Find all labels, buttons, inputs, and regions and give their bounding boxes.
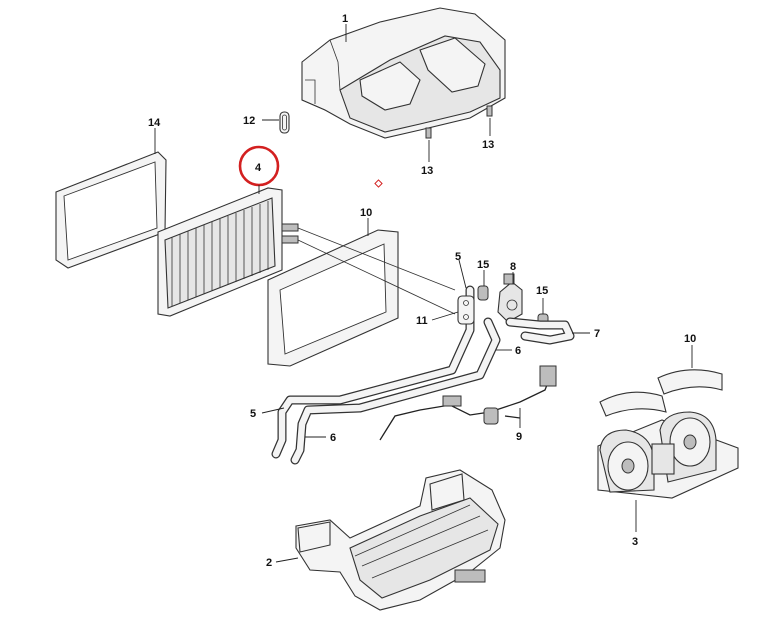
part-10-blower-shell-a bbox=[599, 391, 667, 417]
part-9-wiring-harness bbox=[379, 365, 557, 441]
part-12-gasket bbox=[279, 111, 290, 134]
part-15-hose-clamp-a bbox=[477, 285, 489, 301]
label-12: 12 bbox=[243, 115, 255, 127]
part-2-lower-housing bbox=[295, 469, 506, 611]
part-10-blower-shell-b bbox=[657, 369, 723, 395]
label-5-a: 5 bbox=[455, 251, 461, 263]
label-3: 3 bbox=[632, 536, 638, 548]
label-15-b: 15 bbox=[536, 285, 548, 297]
label-2: 2 bbox=[266, 557, 272, 569]
part-4-heater-core bbox=[157, 187, 299, 317]
connection-lines bbox=[297, 227, 456, 315]
label-6-a: 6 bbox=[515, 345, 521, 357]
part-8-control-valve bbox=[497, 273, 523, 323]
label-15-a: 15 bbox=[477, 259, 489, 271]
part-10-mounting-frame bbox=[267, 229, 399, 367]
red-marker bbox=[374, 179, 383, 188]
part-13-clip-a bbox=[425, 127, 432, 139]
leader-lines bbox=[154, 24, 693, 563]
part-6-coolant-pipe bbox=[290, 317, 501, 465]
label-13-a: 13 bbox=[421, 165, 433, 177]
label-14: 14 bbox=[148, 117, 161, 129]
label-4: 4 bbox=[255, 162, 262, 174]
label-5-b: 5 bbox=[250, 408, 256, 420]
label-6-b: 6 bbox=[330, 432, 336, 444]
part-labels: 1 12 13 13 14 4 10 5 15 8 15 11 7 6 10 5… bbox=[148, 13, 696, 569]
part-5-coolant-pipe bbox=[271, 285, 475, 459]
label-8: 8 bbox=[510, 261, 516, 273]
label-10-b: 10 bbox=[684, 333, 696, 345]
part-3-blower-motor bbox=[597, 411, 739, 499]
label-9: 9 bbox=[516, 431, 522, 443]
label-7: 7 bbox=[594, 328, 600, 340]
label-11: 11 bbox=[416, 315, 428, 327]
part-1-upper-housing-cover bbox=[301, 7, 506, 139]
label-10-a: 10 bbox=[360, 207, 372, 219]
label-13-b: 13 bbox=[482, 139, 494, 151]
part-14-seal-frame bbox=[55, 151, 167, 269]
part-13-clip-b bbox=[486, 105, 493, 117]
part-11-pipe-bracket bbox=[457, 295, 475, 325]
label-1: 1 bbox=[342, 13, 348, 25]
part-7-return-hose bbox=[505, 317, 575, 345]
